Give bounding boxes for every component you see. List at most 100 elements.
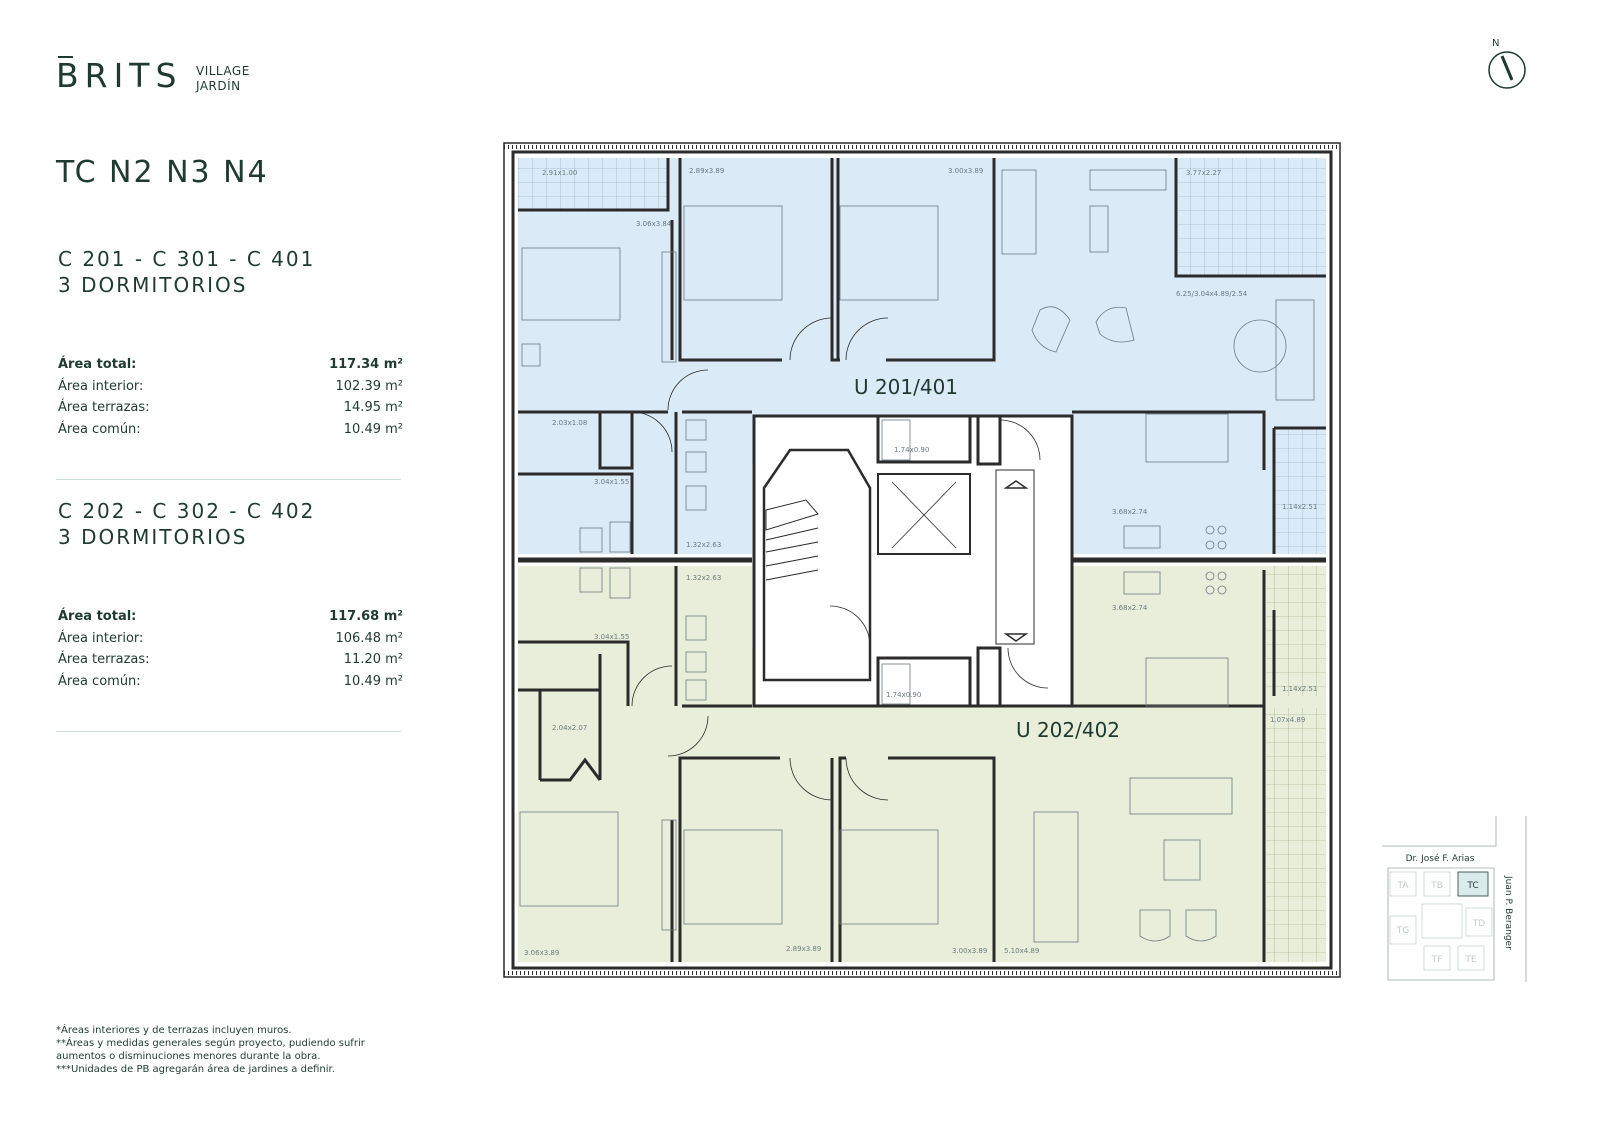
area-label: Área interior: xyxy=(58,630,144,646)
area-table-unit-1: Área total: 117.34 m² Área interior: 102.3… xyxy=(58,354,403,440)
unit-codes: C 201 - C 301 - C 401 xyxy=(58,247,316,271)
area-row: Área interior: 102.39 m² xyxy=(58,376,403,398)
area-label: Área total: xyxy=(58,357,137,373)
dim-living-bottom: 5.10x4.89 xyxy=(1004,947,1039,955)
block-tb-label: TB xyxy=(1430,881,1443,891)
unit-bedrooms: 3 DORMITORIOS xyxy=(58,273,248,297)
area-label: Área terrazas: xyxy=(58,652,150,668)
unit-label-top: U 201/401 xyxy=(854,375,958,399)
dim-bed-n2: 3.00x3.89 xyxy=(948,167,983,175)
block-ta xyxy=(1389,871,1417,897)
unit-bedrooms: 3 DORMITORIOS xyxy=(58,525,248,549)
area-table-unit-2: Área total: 117.68 m² Área interior: 106.4… xyxy=(58,606,403,692)
area-label: Área común: xyxy=(58,673,141,689)
unit-heading-1: C 201 - C 301 - C 401 3 DORMITORIOS xyxy=(58,246,315,298)
area-label: Área terrazas: xyxy=(58,400,150,416)
dim-laundry-bottom: 1.74x0.90 xyxy=(886,691,921,699)
floor-plan: U 201/401 U 202/402 2.91x1.00 3.06x3.84 … xyxy=(503,142,1341,978)
dim-terrace-ne: 3.77x2.27 xyxy=(1186,169,1221,177)
dim-living-top: 6.25/3.04x4.89/2.54 xyxy=(1176,290,1248,298)
area-value: 14.95 m² xyxy=(343,400,403,416)
block-tc-label: TC xyxy=(1466,881,1478,891)
footnote: ***Unidades de PB agregarán área de jard… xyxy=(56,1064,335,1075)
footnotes: *Áreas interiores y de terrazas incluyen… xyxy=(56,1024,365,1076)
area-row: Área común: 10.49 m² xyxy=(58,419,403,441)
furniture xyxy=(519,169,1315,943)
terrace-se xyxy=(1264,708,1326,962)
area-row: Área terrazas: 11.20 m² xyxy=(58,649,403,671)
dim-bed-s2: 3.00x3.89 xyxy=(952,947,987,955)
dim-kitchen-top: 3.68x2.74 xyxy=(1112,508,1148,516)
block-tf xyxy=(1423,945,1451,971)
block-td xyxy=(1465,907,1493,937)
area-row: Área terrazas: 14.95 m² xyxy=(58,397,403,419)
block-tf-label: TF xyxy=(1431,955,1443,965)
block-te-label: TE xyxy=(1464,955,1476,965)
area-label: Área total: xyxy=(58,609,137,625)
dim-terrace-nw: 2.91x1.00 xyxy=(542,169,577,177)
brand-logo: BRITS xyxy=(56,56,183,95)
block-center xyxy=(1421,903,1463,939)
section-divider xyxy=(56,479,401,480)
area-value: 117.68 m² xyxy=(329,609,403,625)
brand-tagline: VILLAGE JARDÍN xyxy=(196,64,250,94)
dim-bath-top: 3.04x1.55 xyxy=(594,478,629,486)
area-value: 11.20 m² xyxy=(343,652,403,668)
area-row: Área común: 10.49 m² xyxy=(58,671,403,693)
dim-wc-bottom: 1.32x2.63 xyxy=(686,574,721,582)
dim-wc-top: 1.32x2.63 xyxy=(686,541,721,549)
area-row: Área total: 117.68 m² xyxy=(58,606,403,628)
area-value: 102.39 m² xyxy=(335,378,404,394)
dim-bed-s1: 2.89x3.89 xyxy=(786,945,821,953)
dim-bed-nw: 3.06x3.84 xyxy=(636,220,672,228)
terrace-nw xyxy=(518,158,668,210)
footnote: **Áreas y medidas generales según proyec… xyxy=(56,1038,365,1049)
dim-terrace-e-top: 1.14x2.51 xyxy=(1282,503,1317,511)
block-td-label: TD xyxy=(1472,919,1485,929)
area-row: Área total: 117.34 m² xyxy=(58,354,403,376)
dim-kitchen-bottom: 3.68x2.74 xyxy=(1112,604,1148,612)
area-label: Área común: xyxy=(58,421,141,437)
area-value: 10.49 m² xyxy=(343,421,403,437)
area-value: 106.48 m² xyxy=(335,630,404,646)
dim-closet-top: 2.03x1.08 xyxy=(552,419,587,427)
area-value: 117.34 m² xyxy=(329,357,403,373)
terrace-e-top xyxy=(1274,428,1326,554)
dim-closet-bottom: 2.04x2.07 xyxy=(552,724,587,732)
dim-terrace-se: 1.07x4.89 xyxy=(1270,716,1305,724)
unit-label-bottom: U 202/402 xyxy=(1016,718,1120,742)
block-ta-label: TA xyxy=(1397,881,1410,891)
site-key-map: Dr. José F. Arias Juan P. Beranger TA TB… xyxy=(1382,816,1527,982)
footnote: aumentos o disminuciones menores durante… xyxy=(56,1051,321,1062)
terrace-ne xyxy=(1176,158,1326,276)
dim-laundry-top: 1.74x0.90 xyxy=(894,446,929,454)
room-dimension-labels: 2.91x1.00 3.06x3.84 2.89x3.89 3.00x3.89 … xyxy=(524,167,1317,957)
block-tc-highlight xyxy=(1457,871,1489,897)
compass-icon: N xyxy=(1488,38,1526,89)
footnote: *Áreas interiores y de terrazas incluyen… xyxy=(56,1025,292,1036)
logo-accent-bar xyxy=(58,56,73,58)
dim-terrace-e-bottom: 1.14x2.51 xyxy=(1282,685,1317,693)
outer-walls xyxy=(503,142,1341,978)
page-title: TC N2 N3 N4 xyxy=(56,155,269,190)
dim-bed-n1: 2.89x3.89 xyxy=(689,167,724,175)
area-row: Área interior: 106.48 m² xyxy=(58,628,403,650)
building-core xyxy=(752,414,1074,708)
tagline-line-2: JARDÍN xyxy=(196,79,241,93)
area-label: Área interior: xyxy=(58,378,144,394)
block-tb xyxy=(1423,871,1451,897)
unit-heading-2: C 202 - C 302 - C 402 3 DORMITORIOS xyxy=(58,498,315,550)
dim-bath-bottom: 3.04x1.55 xyxy=(594,633,629,641)
compass-north-label: N xyxy=(1492,38,1499,49)
block-te xyxy=(1457,945,1485,971)
interior-walls xyxy=(518,158,1326,962)
street-right-label: Juan P. Beranger xyxy=(1503,875,1513,950)
door-swings xyxy=(631,317,1049,801)
street-top-label: Dr. José F. Arias xyxy=(1406,853,1475,864)
tagline-line-1: VILLAGE xyxy=(196,64,250,78)
block-tg-label: TG xyxy=(1396,926,1409,936)
block-tg xyxy=(1389,915,1417,945)
section-divider xyxy=(56,731,401,732)
unit-codes: C 202 - C 302 - C 402 xyxy=(58,499,316,523)
area-value: 10.49 m² xyxy=(343,673,403,689)
